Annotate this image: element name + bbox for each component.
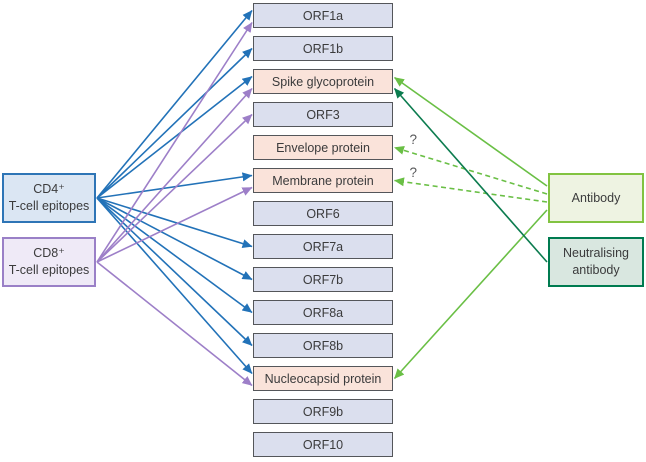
protein-label: ORF1a [302,8,344,23]
protein-box-orf1b: ORF1b [253,36,393,61]
antibody-label: Antibody [571,190,621,205]
cd4-label-line2: T-cell epitopes [8,199,90,213]
protein-box-orf7a: ORF7a [253,234,393,259]
protein-label: ORF8a [302,305,344,320]
protein-box-orf7b: ORF7b [253,267,393,292]
cd4-epitopes-box: CD4⁺ T-cell epitopes [2,173,96,223]
protein-box-orf10: ORF10 [253,432,393,457]
protein-box-envelope: Envelope protein [253,135,393,160]
protein-box-nucleocapsid: Nucleocapsid protein [253,366,393,391]
antibody-box: Antibody [548,173,644,223]
protein-label: ORF6 [306,206,340,221]
protein-box-orf6: ORF6 [253,201,393,226]
protein-label: Envelope protein [276,140,370,155]
neutralising-antibody-box: Neutralising antibody [548,237,644,287]
cd8-epitopes-box: CD8⁺ T-cell epitopes [2,237,96,287]
protein-box-orf8a: ORF8a [253,300,393,325]
protein-label: ORF7b [302,272,344,287]
protein-label: Spike glycoprotein [271,74,375,89]
protein-label: ORF3 [306,107,340,122]
cd8-label-line2: T-cell epitopes [8,263,90,277]
uncertainty-question-mark: ? [409,164,418,180]
protein-label: Membrane protein [272,173,374,188]
uncertainty-question-mark: ? [409,131,418,147]
protein-box-membrane: Membrane protein [253,168,393,193]
protein-box-orf1a: ORF1a [253,3,393,28]
protein-label: Nucleocapsid protein [264,371,382,386]
protein-box-orf8b: ORF8b [253,333,393,358]
neutralising-antibody-label: Neutralising antibody [562,246,629,277]
protein-label: ORF8b [302,338,344,353]
protein-label: ORF9b [302,404,344,419]
cd8-label-line1: CD8⁺ [33,246,65,261]
protein-box-orf9b: ORF9b [253,399,393,424]
cd4-label-line1: CD4⁺ [33,182,65,197]
protein-label: ORF1b [302,41,344,56]
protein-box-spike: Spike glycoprotein [253,69,393,94]
protein-label: ORF7a [302,239,344,254]
protein-label: ORF10 [302,437,344,452]
protein-box-orf3: ORF3 [253,102,393,127]
